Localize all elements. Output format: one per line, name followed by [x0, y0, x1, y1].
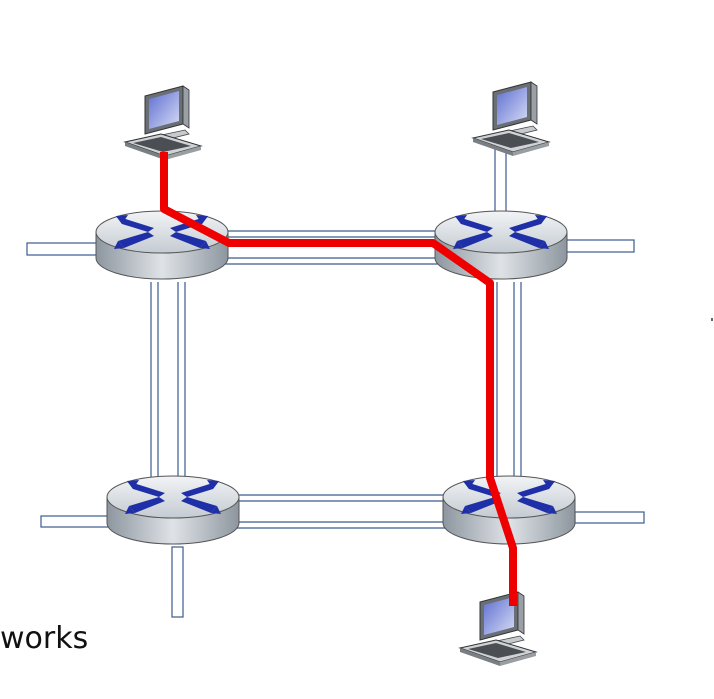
- link-top: [225, 230, 440, 265]
- link-left: [150, 282, 186, 482]
- link-bottom: [235, 494, 448, 529]
- router-icon-top-right: [434, 210, 568, 280]
- router-icon-top-left: [95, 210, 229, 280]
- stray-mark: [711, 318, 713, 321]
- desktop-computer-icon-top-left: [124, 85, 202, 161]
- desktop-computer-icon-top-right: [472, 81, 550, 157]
- desktop-computer-icon-bottom: [459, 591, 537, 667]
- caption-text: works: [0, 621, 89, 656]
- link-right: [489, 282, 522, 482]
- circuit-path: [160, 152, 517, 606]
- router-icon-bottom-left: [106, 475, 240, 545]
